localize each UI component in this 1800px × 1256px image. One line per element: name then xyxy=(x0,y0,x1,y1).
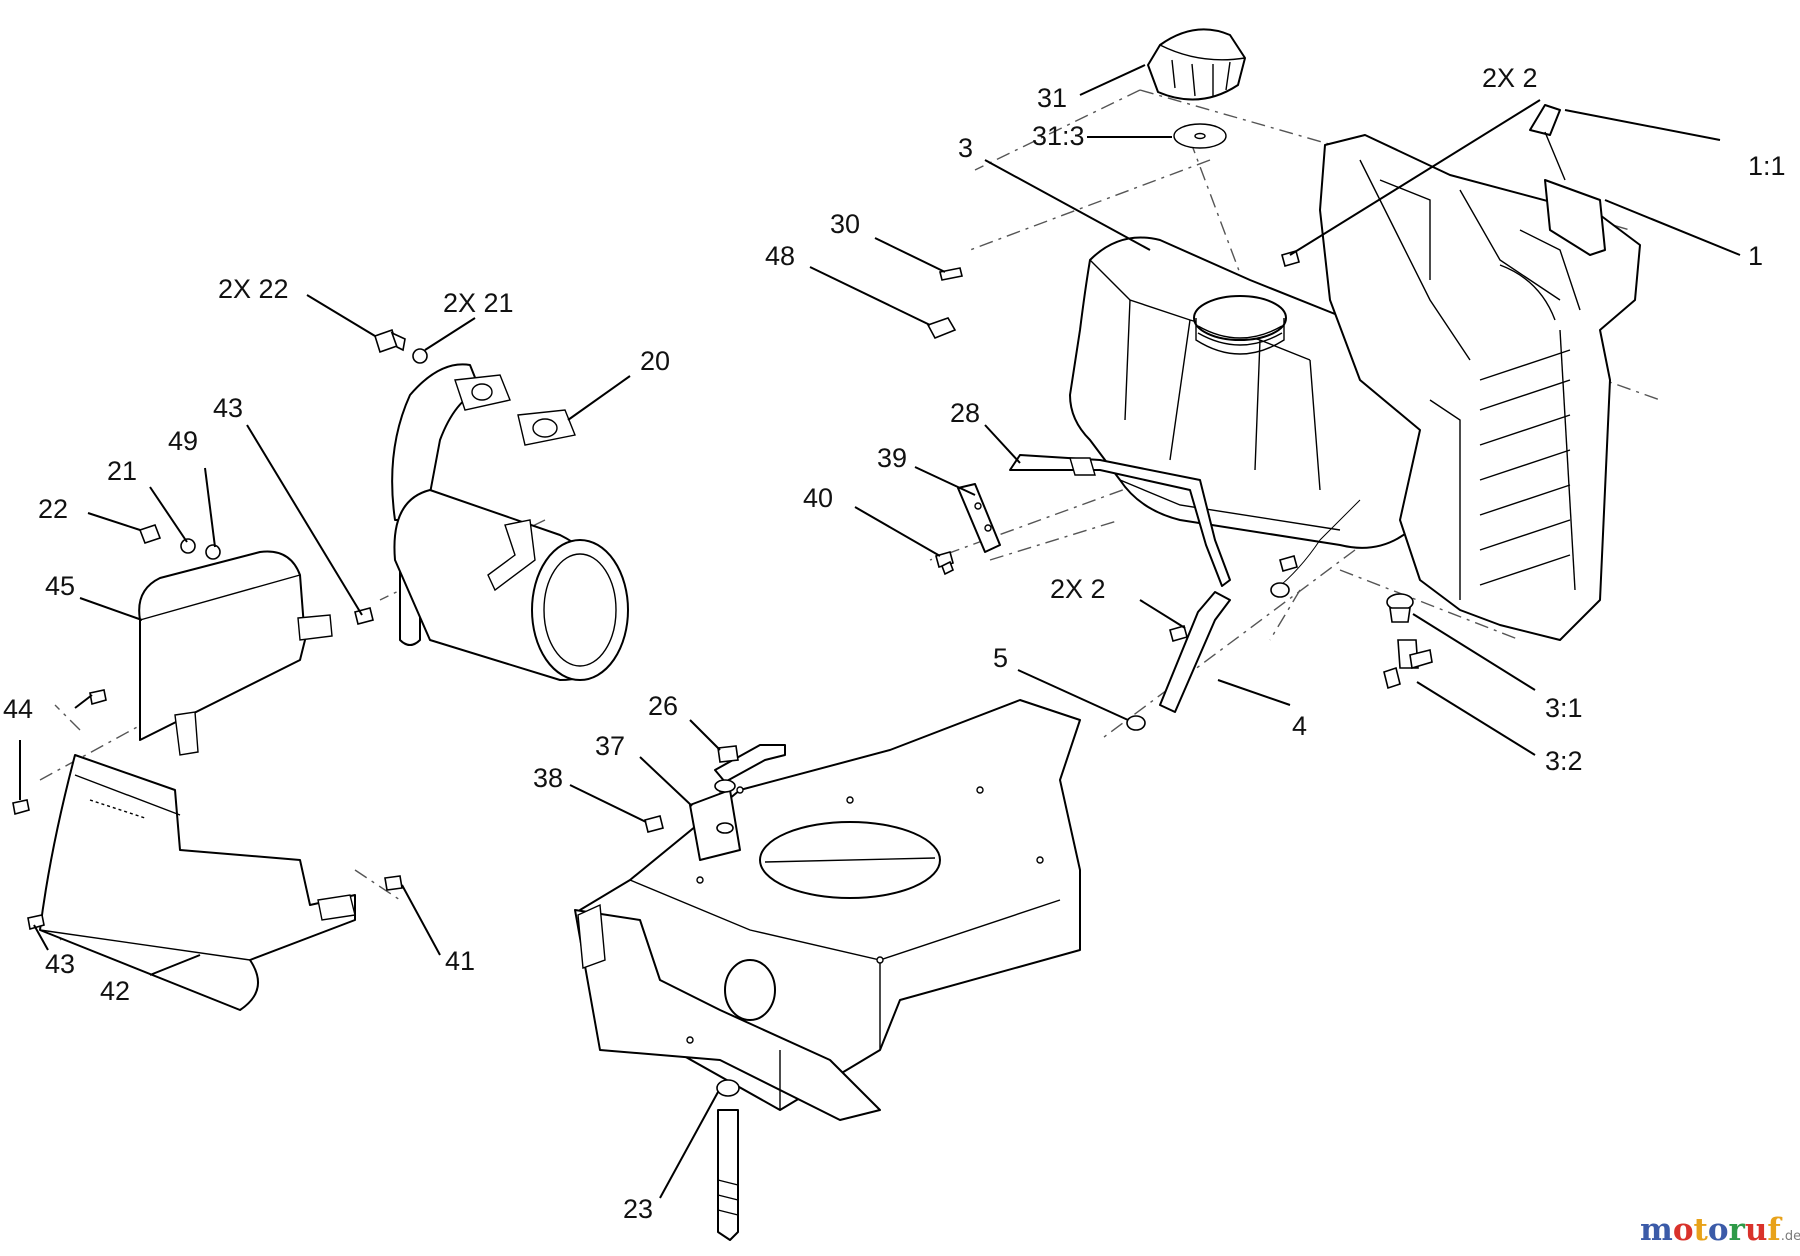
fuel-cap-gasket-hole xyxy=(1194,132,1206,140)
hex-bolt xyxy=(1281,250,1300,267)
retaining-clip xyxy=(926,317,957,340)
watermark-letter: u xyxy=(1745,1212,1768,1248)
fuel-shutoff-valve xyxy=(1383,593,1433,690)
callout-41: 41 xyxy=(445,946,475,976)
exhaust-bolt xyxy=(374,328,406,354)
watermark-letter: t xyxy=(1694,1212,1709,1248)
hex-bolt xyxy=(1279,555,1298,572)
fuel-hose xyxy=(1159,591,1231,713)
flange-port xyxy=(471,383,493,401)
leader-lines xyxy=(19,64,1741,1199)
callout-26: 26 xyxy=(648,691,678,721)
ground-screw xyxy=(644,815,664,833)
muffler xyxy=(391,363,629,681)
callout-40: 40 xyxy=(803,483,833,513)
carriage-bolt xyxy=(717,1109,739,1241)
callout-3: 3 xyxy=(958,133,973,163)
callout-20: 20 xyxy=(640,346,670,376)
watermark-suffix: .de xyxy=(1781,1229,1800,1244)
shield-screw xyxy=(27,914,45,931)
callout-37: 37 xyxy=(595,731,625,761)
watermark-letter: r xyxy=(1729,1212,1746,1248)
watermark-letter: o xyxy=(1708,1212,1729,1248)
bracket-hole xyxy=(974,502,982,510)
carriage-bolt-thread xyxy=(717,1179,739,1216)
lock-washer xyxy=(205,544,221,560)
callout-1-1: 1:1 xyxy=(1748,151,1786,181)
callout-1: 1 xyxy=(1748,241,1763,271)
ground-bracket xyxy=(689,789,741,861)
callout-48: 48 xyxy=(765,241,795,271)
lock-washer xyxy=(412,348,428,364)
callout-43-bottom: 43 xyxy=(45,949,75,979)
star-washer xyxy=(716,822,734,834)
callout-39: 39 xyxy=(877,443,907,473)
ground-nut xyxy=(717,745,739,763)
bracket-hole xyxy=(984,524,992,532)
callout-2x-21: 2X 21 xyxy=(443,288,514,318)
hose-clamp xyxy=(1126,715,1146,731)
flange-nut xyxy=(716,1079,740,1097)
callout-23: 23 xyxy=(623,1194,653,1224)
callout-3-1: 3:1 xyxy=(1545,693,1583,723)
callout-2x-2-mid: 2X 2 xyxy=(1050,574,1106,604)
callout-38: 38 xyxy=(533,763,563,793)
watermark-letter: o xyxy=(1673,1212,1694,1248)
heat-shield-bolt xyxy=(138,523,162,545)
callout-28: 28 xyxy=(950,398,980,428)
flat-washer xyxy=(180,538,196,554)
callout-49: 49 xyxy=(168,426,198,456)
callout-3-2: 3:2 xyxy=(1545,746,1583,776)
callout-44: 44 xyxy=(3,694,33,724)
callout-labels: 31 31:3 3 2X 2 1:1 1 30 48 2X 22 2X 21 2… xyxy=(3,63,1786,1224)
fuel-tank xyxy=(1069,236,1455,549)
watermark-logo: motoruf.de xyxy=(1640,1212,1800,1248)
spring-pin xyxy=(939,267,963,281)
tank-strap-bracket xyxy=(957,483,1001,553)
callout-42: 42 xyxy=(100,976,130,1006)
tank-strap-tab xyxy=(1069,457,1096,476)
callout-45: 45 xyxy=(45,571,75,601)
callout-4: 4 xyxy=(1292,711,1307,741)
shield-screw xyxy=(12,799,30,816)
hose-clamp xyxy=(1270,582,1290,598)
ring-terminal xyxy=(714,779,736,793)
shield-clip xyxy=(384,875,403,891)
callout-2x-2-top: 2X 2 xyxy=(1482,63,1538,93)
callout-43-top: 43 xyxy=(213,393,243,423)
callout-22: 22 xyxy=(38,494,68,524)
callout-21: 21 xyxy=(107,456,137,486)
watermark-letter: f xyxy=(1767,1212,1782,1248)
muffler-mount-screw xyxy=(354,607,374,625)
muffler-heat-shield xyxy=(138,550,333,756)
shield-screw xyxy=(89,689,107,706)
callout-31: 31 xyxy=(1037,83,1067,113)
callout-30: 30 xyxy=(830,209,860,239)
hex-bolt xyxy=(935,551,955,576)
watermark-letter: m xyxy=(1640,1212,1673,1248)
hex-bolt xyxy=(1169,625,1188,642)
fuel-cap xyxy=(1147,28,1246,101)
lower-heat-shield xyxy=(39,754,356,1011)
throttle-control xyxy=(1529,104,1606,256)
gasket-port xyxy=(532,418,558,438)
callout-31-3: 31:3 xyxy=(1032,121,1085,151)
callout-5: 5 xyxy=(993,643,1008,673)
engine-mount-frame xyxy=(574,699,1081,1121)
callout-2x-22-top: 2X 22 xyxy=(218,274,289,304)
